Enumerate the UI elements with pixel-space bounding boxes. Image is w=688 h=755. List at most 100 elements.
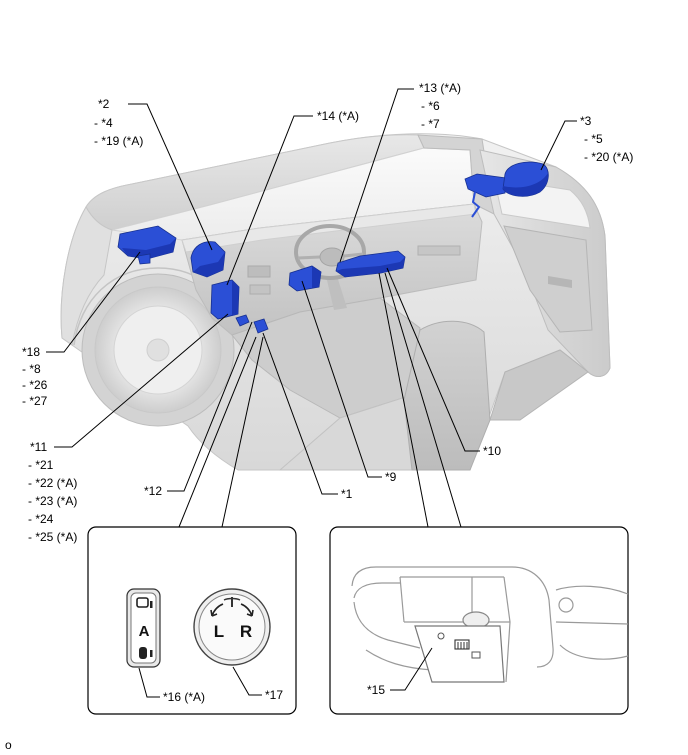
callout-18-sub-b: - *26 [22,378,48,392]
leader-12 [167,321,253,492]
component-9 [288,265,322,292]
component-2 [190,241,226,278]
leader-17 [232,666,262,696]
inset-mirror-switches: A L R *16 (*A) *17 [87,526,297,715]
car-illustration [60,133,611,471]
callout-13-sub-a: - *6 [421,99,440,113]
dash-vent-left-lower [249,284,271,295]
callout-12: *12 [144,484,162,498]
knob-left-letter: L [214,622,224,641]
rotate-arrow-left-icon [210,603,224,617]
leader-11 [54,313,229,448]
callout-1: *1 [341,487,353,501]
knob-right-letter: R [240,622,252,641]
callout-11-sub-a: - *21 [28,458,54,472]
callout-3: *3 [580,114,592,128]
funnel-left-b [221,336,264,528]
steering-spoke-right [343,252,364,258]
wheel-hub [146,338,170,362]
mirror-shell-shade [503,173,549,197]
leader-10 [386,267,480,452]
component-14-side [232,280,239,316]
door-sill [489,349,589,421]
inset-overhead-console: *15 [329,526,629,715]
mirror-select-knob: L R [193,588,271,666]
headliner-lower-curve [353,601,421,649]
component-18 [117,225,177,265]
callout-2: *2 [98,97,110,111]
dash-vent-left [247,265,271,278]
callout-9: *9 [385,470,397,484]
leader-1 [262,332,338,495]
leader-14 [226,115,313,286]
callout-14: *14 (*A) [317,109,359,123]
funnel-right-b [384,272,462,528]
leader-13 [339,88,414,263]
console-left-edge [399,576,405,623]
callout-10: *10 [483,444,501,458]
corner-mark: o [5,738,12,752]
callout-11-sub-d: - *24 [28,512,54,526]
switch-panel [414,625,505,683]
callout-18-sub-c: - *27 [22,394,48,408]
steering-wheel [294,224,366,310]
component-12 [235,314,250,327]
component-2-shade [193,252,225,277]
headliner-outline [351,566,554,668]
callout-11-sub-b: - *22 (*A) [28,476,77,490]
leader-3 [540,120,577,171]
sunroof-mid-line [555,621,629,625]
console-right-edge [503,576,511,683]
sunroof-knob [558,597,574,613]
panel-small-icon [471,651,481,659]
mirror-lower-icon [139,647,153,659]
component-13-shade [336,257,405,277]
sunroof-lower-curve [559,644,629,660]
component-14 [210,279,240,320]
component-18-tab [137,253,151,265]
steering-spoke-left [297,255,321,260]
steering-rim [294,224,366,280]
callout-2-sub-b: - *19 (*A) [94,134,143,148]
funnel-left-a [178,336,257,528]
front-fender [60,205,113,346]
mirror-upper-icon [136,597,153,608]
steering-hub [319,247,345,267]
mirror-select-switch: A [126,588,161,668]
seat [403,320,491,471]
callout-13-sub-b: - *7 [421,117,440,131]
leader-9 [301,280,382,478]
door-handle [548,276,572,288]
leader-15 [390,647,433,691]
callout-16: *16 (*A) [163,690,205,704]
component-9-side [312,266,321,288]
switch-face [130,592,157,664]
callout-18-sub-a: - *8 [22,362,41,376]
component-3-outer-mirror [464,161,549,218]
steering-column [326,276,347,310]
mirror-housing [464,173,507,198]
leader-2 [128,103,213,251]
dash-panel-center [417,245,461,256]
callout-2-sub-a: - *4 [94,116,113,130]
leader-16 [138,667,160,698]
callout-17: *17 [265,688,283,702]
mirror-harness [471,191,481,218]
leader-lines [46,88,577,528]
rotate-arrow-right-icon [240,603,254,617]
callout-15: *15 [367,683,385,697]
headliner-inner-curve [353,582,400,599]
callout-11-sub-e: - *25 (*A) [28,530,77,544]
mirror-heater-icon [454,639,470,650]
callout-11: *11 [30,440,47,454]
headliner-bottom-curve [365,649,433,671]
sunroof-top-curve [555,585,629,595]
panel-indicator [437,632,445,640]
callout-11-sub-c: - *23 (*A) [28,494,77,508]
callout-labels: *2 - *4 - *19 (*A) *14 (*A) *13 (*A) - *… [22,81,633,544]
component-1 [253,318,269,334]
callout-13: *13 (*A) [419,81,461,95]
callout-18: *18 [22,345,40,359]
component-18-shade [122,238,176,259]
